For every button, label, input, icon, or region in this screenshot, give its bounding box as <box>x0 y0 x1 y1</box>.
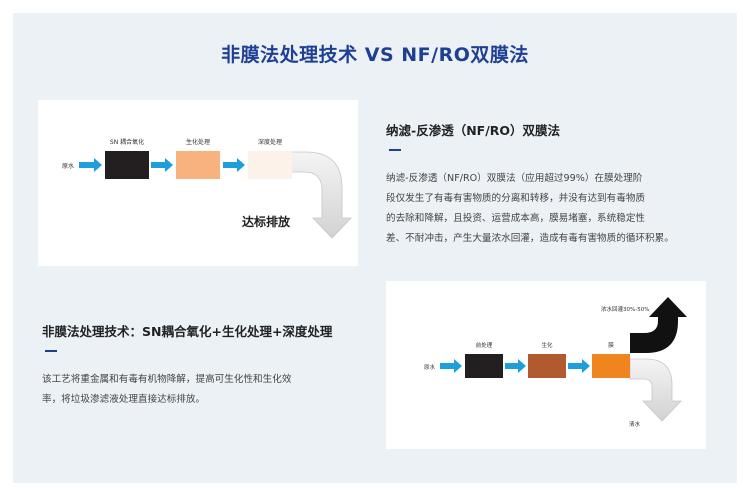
nf-ro-description: 纳滤-反渗透（NF/RO）双膜法（应用超过99%）在膜处理阶 段仅发生了有毒有害… <box>386 169 674 249</box>
outlet-curve-arrow <box>629 358 682 422</box>
flow-arrow-icon <box>568 359 590 373</box>
sn-section-title: 非膜法处理技术：SN耦合氧化+生化处理+深度处理 <box>42 324 333 339</box>
stage-membrane-label: 膜 <box>608 341 614 349</box>
stage-membrane-box <box>592 354 630 378</box>
flow-arrow-icon <box>151 158 173 172</box>
description-line: 纳滤-反渗透（NF/RO）双膜法（应用超过99%）在膜处理阶 <box>386 173 643 184</box>
inlet-label: 原水 <box>424 363 436 371</box>
stage-pretreatment-box <box>465 354 503 378</box>
flow-arrow-icon <box>505 359 526 373</box>
description-line: 段仅发生了有毒有害物质的分离和转移，并没有达到有毒物质 <box>386 193 646 204</box>
sn-flow-diagram: 原水 SN 耦合氧化 生化处理 深度处理 达标排放 <box>62 138 352 239</box>
reflux-curve-arrow <box>630 297 687 353</box>
nf-ro-section-title: 纳滤-反渗透（NF/RO）双膜法 <box>386 123 561 138</box>
stage-pretreatment-label: 前处理 <box>476 341 493 349</box>
nf-ro-diagram-card: 原水 前处理 生化 膜 浓水回灌30%-50% 清水 <box>386 281 706 449</box>
outlet-label: 达标排放 <box>242 214 291 229</box>
accent-bar <box>389 149 401 151</box>
stage-sn-oxidation-label: SN 耦合氧化 <box>110 138 144 146</box>
page-title: 非膜法处理技术 VS NF/RO双膜法 <box>221 44 529 66</box>
nf-ro-flow-diagram: 原水 前处理 生化 膜 浓水回灌30%-50% 清水 <box>424 297 687 428</box>
description-line: 的去除和降解，且投资、运营成本高，膜易堵塞，系统稳定性 <box>386 213 646 224</box>
description-line: 率，将垃圾渗滤液处理直接达标排放。 <box>42 394 206 405</box>
stage-sn-oxidation-box <box>105 151 149 179</box>
outlet-label: 清水 <box>629 420 641 428</box>
stage-advanced-box <box>248 151 292 179</box>
reflux-label: 浓水回灌30%-50% <box>601 305 649 313</box>
description-line: 该工艺将重金属和有毒有机物降解，提高可生化性和生化效 <box>42 374 292 385</box>
stage-biochem-box <box>176 151 220 179</box>
inlet-label: 原水 <box>62 162 74 170</box>
stage-advanced-label: 深度处理 <box>258 138 282 146</box>
sn-description: 该工艺将重金属和有毒有机物降解，提高可生化性和生化效 率，将垃圾渗滤液处理直接达… <box>42 370 291 410</box>
flow-arrow-icon <box>440 359 462 373</box>
description-line: 差、不耐冲击，产生大量浓水回灌，造成有毒有害物质的循环积累。 <box>386 233 674 244</box>
stage-biochem-label: 生化处理 <box>186 138 210 146</box>
accent-bar <box>45 350 57 352</box>
outlet-curve-arrow <box>289 151 352 239</box>
stage-biochem-label: 生化 <box>541 341 553 349</box>
flow-arrow-icon <box>223 158 245 172</box>
stage-biochem-box <box>528 354 566 378</box>
flow-arrow-icon <box>79 158 102 172</box>
sn-diagram-card: 原水 SN 耦合氧化 生化处理 深度处理 达标排放 <box>38 100 358 266</box>
